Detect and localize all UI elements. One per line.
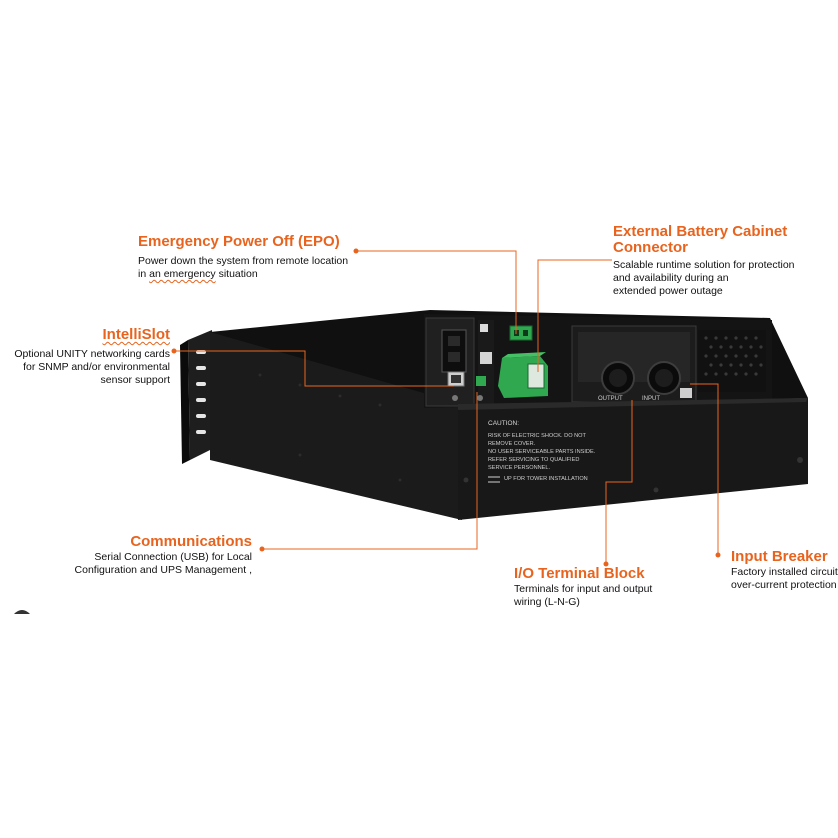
input-breaker-title: Input Breaker (731, 548, 828, 565)
svg-text:CAUTION:: CAUTION: (488, 420, 519, 427)
comms-module (425, 317, 494, 407)
svg-text:NO USER SERVICEABLE PARTS INSI: NO USER SERVICEABLE PARTS INSIDE. (488, 449, 596, 455)
io-terminal-title: I/O Terminal Block (514, 565, 645, 582)
io-terminal-description: Terminals for input and output wiring (L… (514, 583, 653, 608)
callout-leaders (174, 250, 719, 564)
input-breaker-description: Factory installed circuit over-current p… (731, 566, 838, 591)
communications-title: Communications (130, 533, 252, 550)
svg-text:UP FOR TOWER INSTALLATION: UP FOR TOWER INSTALLATION (504, 476, 588, 482)
epo-desc-line1: Power down the system from remote locati… (138, 255, 349, 267)
fan-grille (698, 330, 766, 392)
svg-text:SERVICE PERSONNEL.: SERVICE PERSONNEL. (488, 465, 551, 471)
output-label: OUTPUT (598, 396, 623, 402)
epo-connector (509, 325, 533, 341)
caution-label: CAUTION: RISK OF ELECTRIC SHOCK. DO NOT … (488, 420, 596, 483)
front-panel (458, 398, 808, 520)
ebc-description: Scalable runtime solution for protection… (613, 259, 795, 297)
edge-artifact (14, 610, 30, 614)
ebc-title: External Battery Cabinet Connector (613, 223, 788, 256)
epo-description: Power down the system from remote locati… (138, 255, 378, 281)
epo-title: Emergency Power Off (EPO) (138, 233, 340, 250)
epo-desc-line2: in an emergency situation (138, 268, 258, 280)
input-label: INPUT (642, 396, 660, 402)
intellislot-description: Optional UNITY networking cards for SNMP… (14, 348, 170, 386)
communications-description: Serial Connection (USB) for Local Config… (74, 551, 252, 576)
svg-text:REFER SERVICING TO QUALIFIED: REFER SERVICING TO QUALIFIED (488, 457, 579, 463)
rack-ear (180, 330, 214, 464)
chassis-side (210, 332, 462, 520)
svg-text:RISK OF ELECTRIC SHOCK. DO NOT: RISK OF ELECTRIC SHOCK. DO NOT (488, 433, 586, 439)
battery-connector (498, 352, 548, 398)
io-terminal-module: OUTPUT INPUT (571, 325, 697, 403)
svg-text:REMOVE COVER.: REMOVE COVER. (488, 441, 536, 447)
intellislot-title: IntelliSlot (102, 326, 171, 343)
